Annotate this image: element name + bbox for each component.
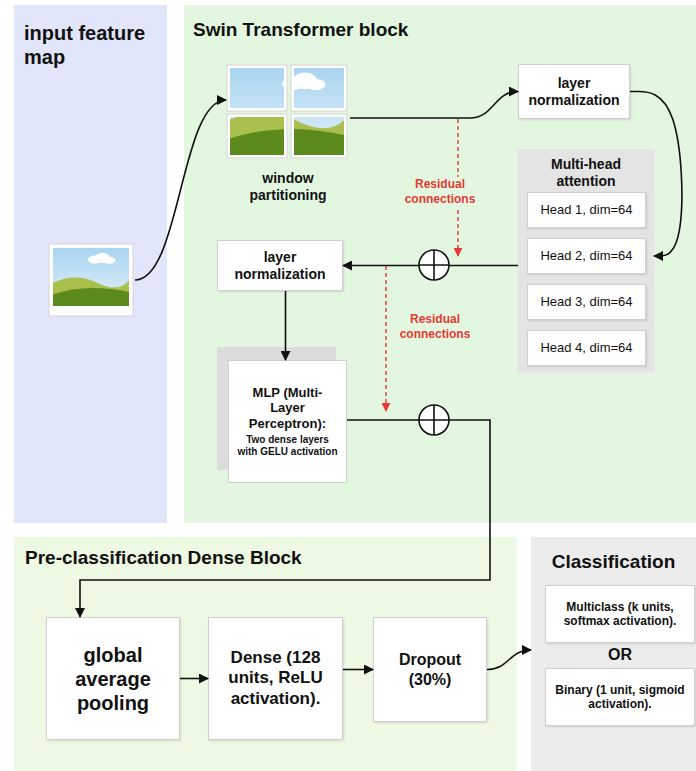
box-label: Dropout (30%) xyxy=(382,650,478,688)
add-symbol xyxy=(419,405,449,435)
input-image xyxy=(48,243,134,317)
box-label: Multiclass (k units, softmax activation)… xyxy=(554,600,686,629)
flow-arrow xyxy=(135,100,226,280)
panel-title: input feature map xyxy=(24,21,157,69)
flow-arrow xyxy=(343,669,373,671)
group-title: Multi-head attention xyxy=(524,156,648,190)
residual-line xyxy=(385,266,386,411)
attention-group: Head 1, dim=64Head 2, dim=64Head 3, dim=… xyxy=(518,150,654,372)
process-box: Binary (1 unit, sigmoid activation). xyxy=(545,668,695,726)
box-label: Head 1, dim=64 xyxy=(540,202,632,218)
box-label: Head 3, dim=64 xyxy=(540,294,632,310)
box-label: Dense (128 units, ReLU activation). xyxy=(217,648,334,709)
box-label: global average pooling xyxy=(55,643,171,715)
box-label: Head 4, dim=64 xyxy=(540,340,632,356)
box-label: layer normalization xyxy=(226,249,334,283)
box-label: layer normalization xyxy=(527,75,621,109)
process-box: layer normalization xyxy=(217,240,343,291)
process-box: Multiclass (k units, softmax activation)… xyxy=(545,585,695,643)
process-box: layer normalization xyxy=(518,64,630,119)
residual-label: Residual connections xyxy=(397,177,483,207)
flow-arrow xyxy=(80,420,490,617)
flow-arrow xyxy=(180,678,208,680)
section-panel: input feature map xyxy=(14,5,167,523)
panel-title: Pre-classification Dense Block xyxy=(25,547,506,570)
process-box: MLP (Multi-Layer Perceptron):Two dense l… xyxy=(228,360,347,483)
window-figure: window partitioning xyxy=(222,62,354,212)
partitioned-image xyxy=(225,64,349,160)
flow-arrow xyxy=(285,291,287,360)
panel-title: Classification xyxy=(543,551,684,574)
process-box: Head 2, dim=64 xyxy=(527,238,646,274)
process-box: Dense (128 units, ReLU activation). xyxy=(208,617,343,740)
process-box: Head 1, dim=64 xyxy=(527,192,646,228)
flow-arrow xyxy=(350,92,518,119)
flow-arrow xyxy=(630,92,682,257)
box-label: MLP (Multi-Layer Perceptron): xyxy=(237,385,338,432)
box-label: Binary (1 unit, sigmoid activation). xyxy=(554,683,686,712)
residual-label: Residual connections xyxy=(392,312,478,342)
panel-title: Swin Transformer block xyxy=(193,19,687,42)
or-label: OR xyxy=(545,645,695,665)
section-panel: global average pooling Dense (128 units, … xyxy=(14,537,517,771)
process-box: Head 3, dim=64 xyxy=(527,284,646,320)
add-symbol xyxy=(419,250,449,280)
box-label: window partitioning xyxy=(222,170,354,204)
box-label: Head 2, dim=64 xyxy=(540,248,632,264)
process-box: Dropout (30%) xyxy=(373,617,487,722)
process-box: Head 4, dim=64 xyxy=(527,330,646,366)
process-box: global average pooling xyxy=(46,617,180,740)
box-detail: Two dense layers with GELU activation xyxy=(237,434,338,458)
flow-arrow xyxy=(487,650,531,670)
